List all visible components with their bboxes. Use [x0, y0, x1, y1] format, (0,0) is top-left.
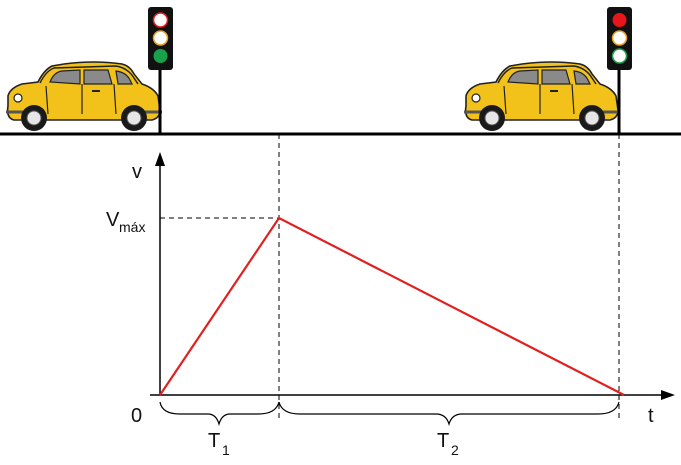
lamp-middle — [152, 30, 169, 46]
traffic-light-left — [148, 7, 173, 134]
lamp-bottom-green — [153, 49, 168, 63]
brace-t2 — [278, 401, 620, 427]
t-axis-label: t — [648, 405, 654, 427]
v-axis-arrow — [155, 152, 165, 166]
origin-label: 0 — [131, 405, 142, 427]
v-axis-label: v — [132, 161, 142, 183]
traffic-light-right — [607, 7, 632, 134]
t1-sub: 1 — [222, 442, 230, 458]
car-right — [462, 60, 622, 133]
t2-label: T — [437, 430, 449, 452]
lamp-top-red — [612, 13, 627, 27]
lamp-bottom — [611, 48, 628, 64]
vmax-sub: máx — [119, 219, 145, 235]
t2-sub: 2 — [451, 442, 459, 458]
vmax-label: V — [106, 209, 120, 231]
t-axis-arrow — [661, 390, 675, 400]
velocity-line — [159, 216, 625, 396]
t1-label: T — [208, 430, 220, 452]
car-left — [4, 60, 164, 133]
lamp-middle — [611, 30, 628, 46]
brace-t1 — [159, 401, 280, 427]
lamp-top — [152, 12, 169, 28]
